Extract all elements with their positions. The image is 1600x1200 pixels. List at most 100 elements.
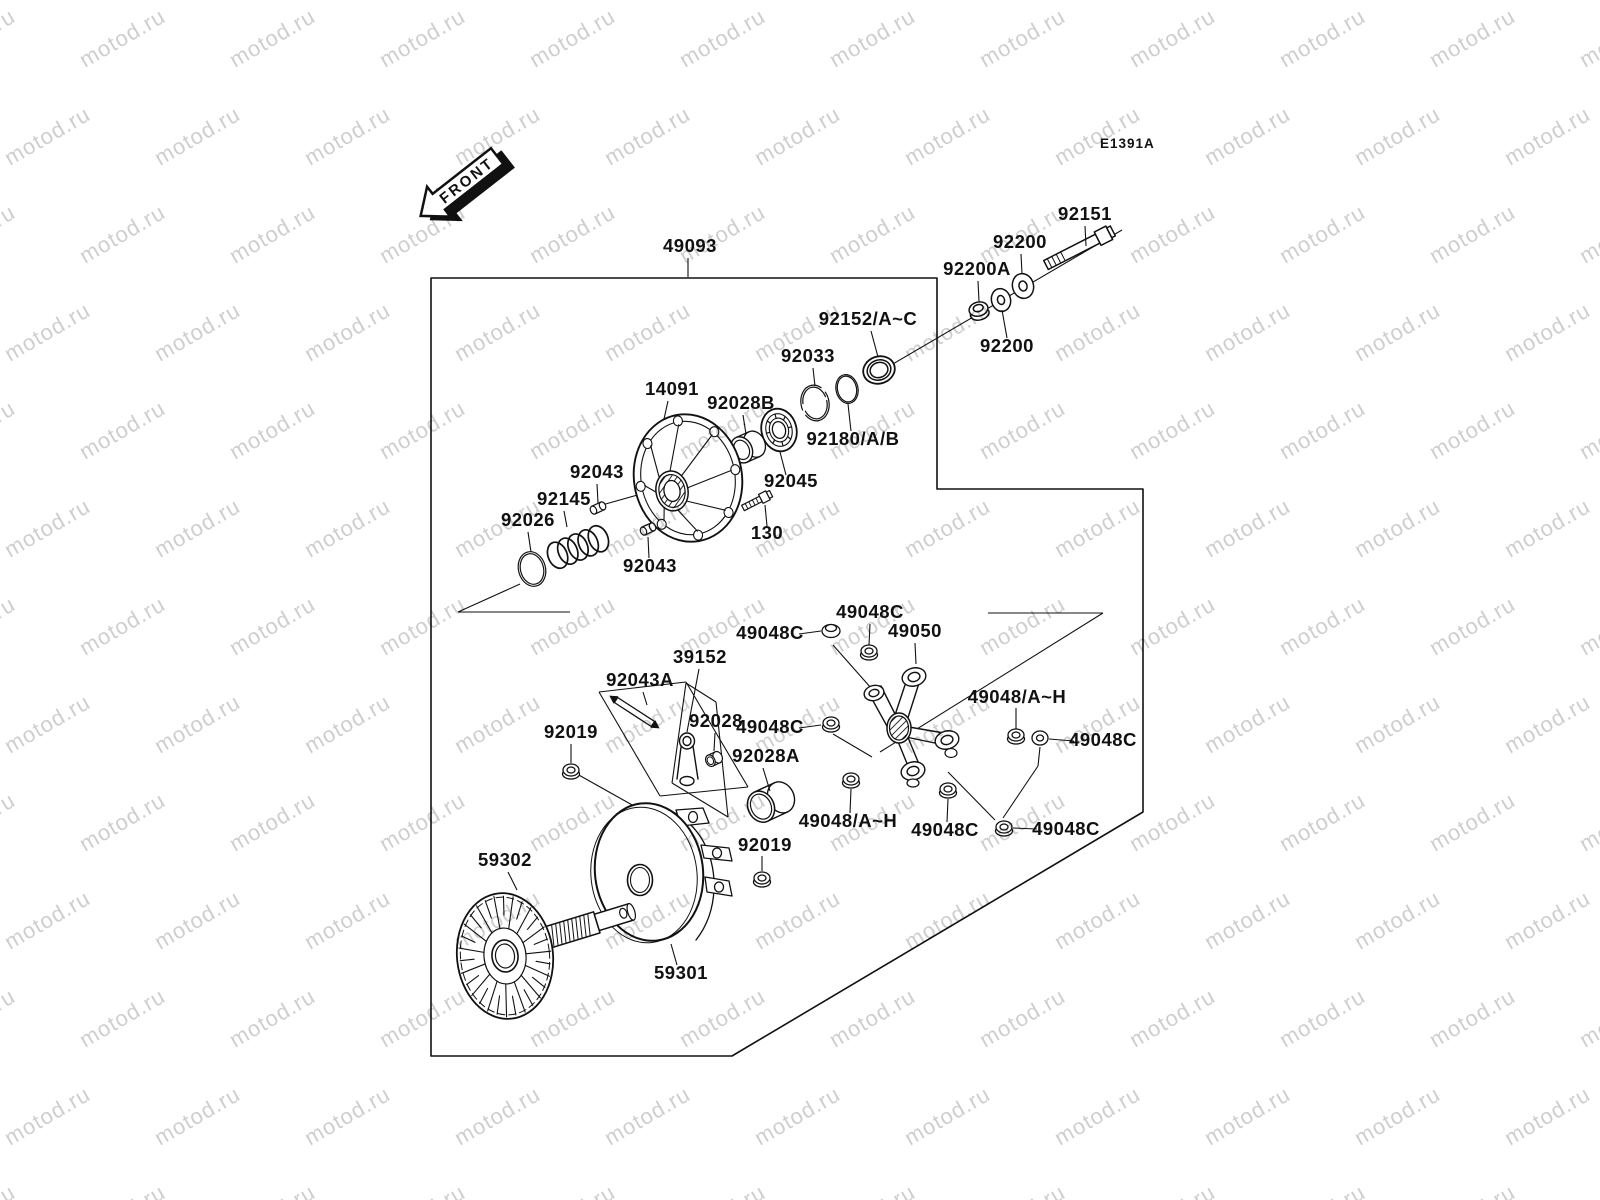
watermark-text: motod.ru <box>1275 199 1370 268</box>
fan-blade-edge <box>511 995 517 1016</box>
part-label-nut-a: 92200A <box>943 258 1011 279</box>
watermark-text: motod.ru <box>1575 787 1600 856</box>
fan-blade <box>493 895 501 930</box>
watermark-text: motod.ru <box>975 1179 1070 1200</box>
shaft-thread <box>571 918 575 941</box>
watermark-text: motod.ru <box>1050 1081 1145 1150</box>
fan-blade <box>471 973 491 997</box>
watermark-text: motod.ru <box>0 101 95 170</box>
fan-blade-edge <box>523 989 534 1006</box>
zone-line <box>947 771 996 821</box>
shaft-thread <box>587 913 591 936</box>
fan-blade-edge <box>484 900 492 919</box>
watermark-text: motod.ru <box>1125 199 1220 268</box>
zone-lines <box>457 229 1123 821</box>
part-label-nut-c6: 49048C <box>1032 818 1100 839</box>
watermark-text: motod.ru <box>1125 591 1220 660</box>
bushing-92028a <box>746 781 796 823</box>
zone-line <box>659 786 749 797</box>
watermark-text: motod.ru <box>1050 493 1145 562</box>
watermark-text: motod.ru <box>1500 689 1595 758</box>
watermark-text: motod.ru <box>1200 885 1295 954</box>
fan-blade <box>513 981 526 1013</box>
watermark-text: motod.ru <box>750 101 845 170</box>
watermark-text: motod.ru <box>225 1179 320 1200</box>
watermark-text: motod.ru <box>1350 1081 1445 1150</box>
zone-line <box>671 682 687 784</box>
watermark-text: motod.ru <box>300 885 395 954</box>
watermark-text: motod.ru <box>150 689 245 758</box>
nut-92019-right <box>752 871 772 888</box>
part-label-link: 39152 <box>673 646 727 667</box>
watermark-text: motod.ru <box>600 297 695 366</box>
nut-92200a <box>968 301 990 321</box>
shaft-thread <box>563 921 567 944</box>
fan-blade <box>522 926 545 944</box>
watermark-text: motod.ru <box>1350 101 1445 170</box>
watermark-text: motod.ru <box>975 983 1070 1052</box>
watermark-text: motod.ru <box>1050 297 1145 366</box>
shaft-thread <box>567 919 571 943</box>
watermark-text: motod.ru <box>900 1081 995 1150</box>
leader-line-spring <box>563 510 568 528</box>
part-label-nut-19r: 92019 <box>738 834 792 855</box>
leader-line-bracket <box>914 642 917 665</box>
watermark-text: motod.ru <box>0 591 20 660</box>
watermark-text: motod.ru <box>75 1179 170 1200</box>
part-label-pin-1: 92043 <box>570 461 624 482</box>
part-label-bracket: 49050 <box>888 620 942 641</box>
shaft-thread <box>551 924 555 947</box>
watermark-text: motod.ru <box>1425 591 1520 660</box>
cover-spoke <box>674 506 698 532</box>
watermark-text: motod.ru <box>150 101 245 170</box>
fan-blade <box>476 905 493 934</box>
watermark-text: motod.ru <box>0 199 20 268</box>
part-label-fan: 59302 <box>478 849 532 870</box>
part-label-bushing-a: 92028A <box>732 745 800 766</box>
zone-line <box>598 681 687 693</box>
leader-line-pin-a <box>642 691 648 706</box>
part-label-nut-c1: 49048C <box>836 601 904 622</box>
washer-92200-outer <box>1011 272 1035 300</box>
zone-line <box>685 682 717 703</box>
watermark-text: motod.ru <box>900 101 995 170</box>
pin-92043a <box>609 695 660 729</box>
part-label-pin-a: 92043A <box>606 669 674 690</box>
cover-spoke <box>683 499 726 511</box>
watermark-text: motod.ru <box>75 787 170 856</box>
watermark-text: motod.ru <box>0 3 20 72</box>
watermark-text: motod.ru <box>375 591 470 660</box>
leader-line-seal <box>870 330 879 358</box>
watermark-text: motod.ru <box>1425 983 1520 1052</box>
leader-line-bushing-a <box>762 767 771 792</box>
watermark-text: motod.ru <box>750 885 845 954</box>
fan-blade <box>520 974 541 999</box>
bolt-92151 <box>1042 225 1117 271</box>
cover-spoke <box>685 469 732 490</box>
link-39152 <box>676 732 699 787</box>
snapring-92033 <box>800 384 830 422</box>
part-label-nut-ah2: 49048/A~H <box>799 810 898 831</box>
shaft-thread <box>575 917 579 940</box>
watermark-text: motod.ru <box>0 297 95 366</box>
watermark-text: motod.ru <box>1350 297 1445 366</box>
zone-line <box>576 773 635 807</box>
watermark-text: motod.ru <box>1425 199 1520 268</box>
part-label-bolt: 92151 <box>1058 203 1112 224</box>
leader-line-fan <box>507 871 518 891</box>
fan-59302 <box>455 892 555 1020</box>
watermark-text: motod.ru <box>1200 297 1295 366</box>
bushing-92028 <box>704 750 724 768</box>
watermark-text: motod.ru <box>1500 885 1595 954</box>
part-label-ring: 92026 <box>501 509 555 530</box>
fan-blade <box>508 896 514 930</box>
zone-line <box>671 782 729 818</box>
watermark-text: motod.ru <box>450 1081 545 1150</box>
cover-spoke <box>679 434 713 479</box>
watermark-text: motod.ru <box>450 689 545 758</box>
watermark-text: motod.ru <box>1350 493 1445 562</box>
watermark-text: motod.ru <box>825 3 920 72</box>
watermark-text: motod.ru <box>150 1081 245 1150</box>
watermark-text: motod.ru <box>225 591 320 660</box>
watermark-text: motod.ru <box>450 297 545 366</box>
